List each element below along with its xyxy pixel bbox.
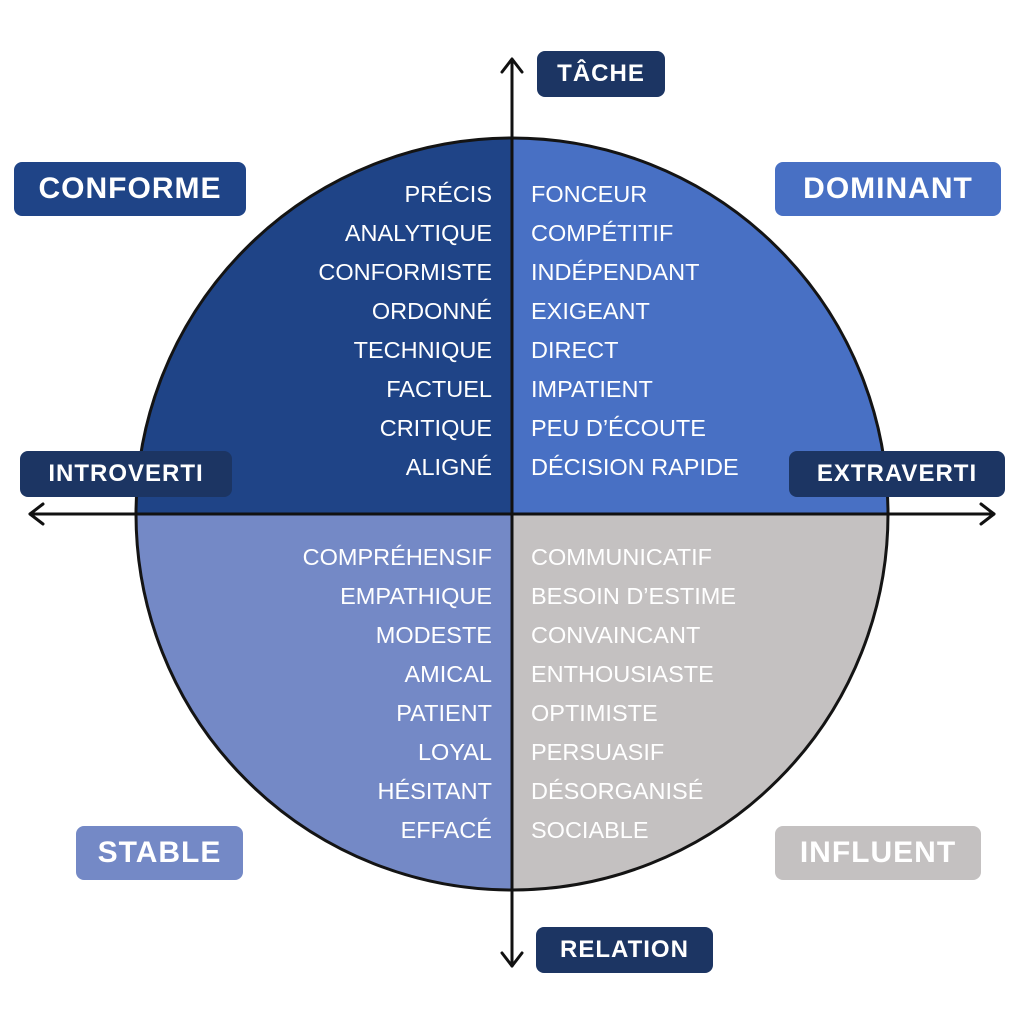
- trait-item: AMICAL: [404, 661, 493, 687]
- trait-item: PRÉCIS: [404, 181, 493, 207]
- trait-item: ORDONNÉ: [371, 298, 492, 324]
- trait-item: FONCEUR: [531, 181, 648, 207]
- trait-item: FACTUEL: [386, 376, 492, 402]
- arrow-right-icon: [979, 502, 996, 526]
- trait-item: CONFORMISTE: [318, 259, 492, 285]
- trait-item: DÉCISION RAPIDE: [531, 454, 739, 480]
- trait-item: LOYAL: [417, 739, 492, 765]
- trait-item: COMPRÉHENSIF: [302, 544, 492, 570]
- arrow-left-icon: [28, 502, 45, 526]
- trait-item: DÉSORGANISÉ: [531, 778, 704, 804]
- trait-item: PATIENT: [396, 700, 492, 726]
- trait-item: EXIGEANT: [531, 298, 650, 324]
- quadrant-title-conforme: CONFORME: [14, 162, 246, 216]
- trait-item: BESOIN D’ESTIME: [531, 583, 737, 609]
- trait-list-influent: COMMUNICATIF BESOIN D’ESTIME CONVAINCANT…: [531, 538, 736, 850]
- trait-item: SOCIABLE: [531, 817, 649, 843]
- trait-item: ANALYTIQUE: [344, 220, 492, 246]
- trait-item: MODESTE: [375, 622, 492, 648]
- trait-item: DIRECT: [531, 337, 619, 363]
- trait-list-stable: COMPRÉHENSIF EMPATHIQUE MODESTE AMICAL P…: [303, 538, 492, 850]
- quadrant-title-influent: INFLUENT: [775, 826, 981, 880]
- trait-item: PEU D’ÉCOUTE: [531, 415, 706, 441]
- trait-item: COMMUNICATIF: [531, 544, 713, 570]
- trait-item: HÉSITANT: [377, 778, 492, 804]
- trait-item: ALIGNÉ: [405, 454, 492, 480]
- trait-item: OPTIMISTE: [531, 700, 658, 726]
- trait-item: IMPATIENT: [531, 376, 653, 402]
- trait-list-dominant: FONCEUR COMPÉTITIF INDÉPENDANT EXIGEANT …: [531, 175, 739, 487]
- trait-item: INDÉPENDANT: [531, 259, 700, 285]
- axes: [28, 57, 996, 968]
- axis-label-extraverti: EXTRAVERTI: [789, 451, 1005, 497]
- arrow-up-icon: [500, 57, 524, 74]
- trait-item: ENTHOUSIASTE: [531, 661, 714, 687]
- quadrant-title-dominant: DOMINANT: [775, 162, 1001, 216]
- trait-item: PERSUASIF: [531, 739, 665, 765]
- trait-list-conforme: PRÉCIS ANALYTIQUE CONFORMISTE ORDONNÉ TE…: [318, 175, 492, 487]
- quadrant-title-stable: STABLE: [76, 826, 243, 880]
- trait-item: CRITIQUE: [379, 415, 492, 441]
- trait-item: CONVAINCANT: [531, 622, 701, 648]
- axis-label-relation: RELATION: [536, 927, 713, 973]
- axis-label-tache: TÂCHE: [537, 51, 665, 97]
- trait-item: EFFACÉ: [400, 817, 492, 843]
- axis-label-introverti: INTROVERTI: [20, 451, 232, 497]
- trait-item: TECHNIQUE: [353, 337, 492, 363]
- arrow-down-icon: [500, 951, 524, 968]
- trait-item: EMPATHIQUE: [340, 583, 492, 609]
- trait-item: COMPÉTITIF: [531, 220, 674, 246]
